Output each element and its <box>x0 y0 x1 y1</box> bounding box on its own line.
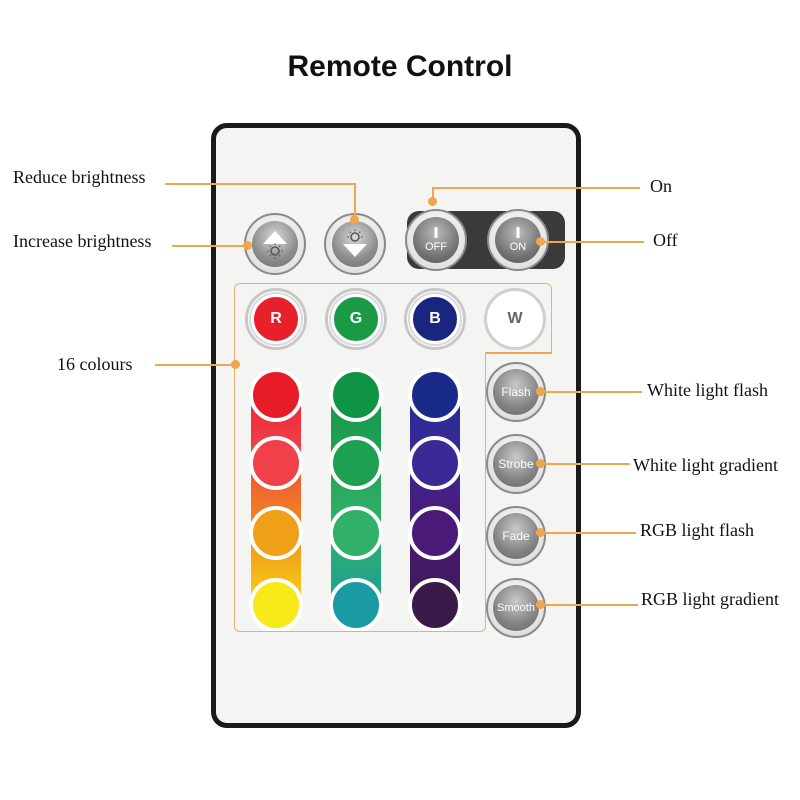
leader-line <box>540 241 644 243</box>
smooth-button[interactable]: Smooth <box>486 578 546 638</box>
flash-button-label: Flash <box>493 369 539 415</box>
colour-button[interactable] <box>249 368 303 422</box>
label-reduce-brightness: Reduce brightness <box>13 167 146 187</box>
increase-brightness-button[interactable] <box>244 213 306 275</box>
fade-button-label: Fade <box>493 513 539 559</box>
label-increase-brightness: Increase brightness <box>13 231 152 251</box>
colour-button[interactable] <box>408 368 462 422</box>
colour-button[interactable] <box>249 578 303 632</box>
leader-line <box>354 183 356 219</box>
brightness-up-icon <box>263 231 287 259</box>
blue-button[interactable]: B <box>404 288 466 350</box>
label-white-light-gradient: White light gradient <box>633 455 778 475</box>
green-button-label: G <box>331 294 381 344</box>
colour-button[interactable] <box>329 506 383 560</box>
colour-bracket-top <box>234 283 552 353</box>
leader-dot <box>243 241 252 250</box>
off-button[interactable]: OFF <box>405 209 467 271</box>
leader-dot <box>536 459 545 468</box>
leader-dot <box>428 197 437 206</box>
leader-dot <box>536 237 545 246</box>
label-16-colours: 16 colours <box>57 354 133 374</box>
label-on: On <box>650 176 672 196</box>
colour-button[interactable] <box>408 578 462 632</box>
smooth-button-label: Smooth <box>493 585 539 631</box>
power-icon <box>434 227 438 238</box>
leader-dot <box>536 528 545 537</box>
leader-line <box>540 532 636 534</box>
colour-bracket-bottom <box>234 352 486 632</box>
leader-dot <box>536 600 545 609</box>
colour-button[interactable] <box>408 436 462 490</box>
colour-button[interactable] <box>329 368 383 422</box>
colour-button[interactable] <box>249 506 303 560</box>
colour-button[interactable] <box>249 436 303 490</box>
off-button-label: OFF <box>425 241 447 253</box>
leader-line <box>432 187 640 189</box>
colour-button[interactable] <box>329 578 383 632</box>
on-button[interactable]: ON <box>487 209 549 271</box>
blue-button-label: B <box>410 294 460 344</box>
leader-line <box>432 187 434 201</box>
white-button-label: W <box>507 310 523 327</box>
strobe-button[interactable]: Strobe <box>486 434 546 494</box>
leader-dot <box>536 387 545 396</box>
leader-line <box>540 604 638 606</box>
remote-control: OFF ON R G B W Flash <box>211 123 581 728</box>
green-button[interactable]: G <box>325 288 387 350</box>
leader-line <box>540 391 642 393</box>
label-off: Off <box>653 230 678 250</box>
colour-button[interactable] <box>408 506 462 560</box>
label-white-light-flash: White light flash <box>647 380 768 400</box>
on-button-label: ON <box>509 241 527 253</box>
red-button[interactable]: R <box>245 288 307 350</box>
red-button-label: R <box>251 294 301 344</box>
white-button[interactable]: W <box>484 288 546 350</box>
leader-line <box>172 245 248 247</box>
power-icon <box>516 227 520 238</box>
label-rgb-light-gradient: RGB light gradient <box>641 589 779 609</box>
label-rgb-light-flash: RGB light flash <box>640 520 755 540</box>
brightness-down-icon <box>343 229 367 257</box>
fade-button[interactable]: Fade <box>486 506 546 566</box>
leader-line <box>165 183 355 185</box>
leader-dot <box>350 215 359 224</box>
bracket-step <box>486 352 552 354</box>
leader-line <box>155 364 235 366</box>
leader-dot <box>231 360 240 369</box>
page-title: Remote Control <box>287 50 513 83</box>
colour-button[interactable] <box>329 436 383 490</box>
strobe-button-label: Strobe <box>493 441 539 487</box>
leader-line <box>540 463 630 465</box>
